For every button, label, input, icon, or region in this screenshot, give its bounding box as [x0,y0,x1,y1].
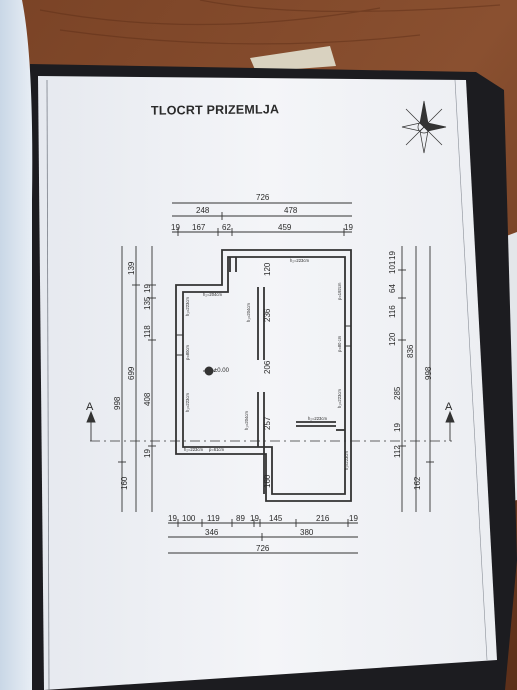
dim-left-699: 699 [127,366,136,380]
note-3: h₂=204cm [246,303,251,322]
dim-left-160: 160 [120,476,129,490]
dim-bottom-216: 216 [316,514,330,523]
dim-right-836: 836 [406,344,415,358]
dim-right-116: 116 [388,305,397,318]
note-13: h₂=223cm [308,416,327,421]
note-5: h₂=223cm [185,393,190,412]
dim-left-118: 118 [143,325,152,338]
dim-left-135: 135 [143,296,152,310]
note-1: h₂=204cm [203,292,222,297]
dim-left-998: 998 [113,396,122,410]
note-14: h₂=223cm [344,451,349,470]
dim-top-19b: 19 [344,223,353,232]
plan-title: TLOCRT PRIZEMLJA [150,102,280,118]
dim-right-998: 998 [424,366,433,380]
paper-margin-line [46,79,50,690]
dim-top-459: 459 [278,223,292,232]
dim-top-248: 248 [196,206,210,215]
dim-right-64: 64 [388,284,397,293]
dim-bottom-119: 119 [207,514,220,523]
paper-frame-right [454,79,488,661]
paper-sheet [38,76,497,690]
dim-right-285: 285 [393,386,402,400]
room-notes: h₂=204cm h₂=223cm h₂=204cm p=80cm h₂=223… [184,258,349,470]
dim-left-408: 408 [143,392,152,406]
left-page [0,0,33,690]
dim-right-120: 120 [388,332,397,346]
note-2: h₂=223cm [185,297,190,316]
plan-labels: 726 248 478 19 167 62 459 19 19 100 119 … [86,193,453,553]
dim-top-167: 167 [192,223,206,232]
dim-top-478: 478 [284,206,298,215]
dim-inner-206: 206 [263,360,272,374]
dim-bottom-380: 380 [300,528,314,537]
section-letter-right: A [445,401,453,413]
note-12: h₂=223cm [337,389,342,408]
wood-grain [39,0,501,45]
dim-inner-257: 257 [263,416,272,430]
dim-inner-120: 120 [263,262,272,276]
dim-left-139: 139 [127,261,136,275]
dim-bottom-19b: 19 [250,514,259,523]
elevation-label: ±0.00 [214,368,230,374]
dim-top-total: 726 [256,193,270,202]
note-11: p=80 cm [337,335,342,352]
note-8: p=61cm [209,447,225,452]
north-arrow-icon [401,100,447,154]
note-7: h₂=223cm [184,447,203,452]
note-9: h₂=223cm [290,258,309,263]
dim-right-19a: 19 [388,251,397,260]
note-4: p=80cm [185,344,190,360]
floor-plan [86,202,455,554]
dim-bottom-19c: 19 [349,514,358,523]
dim-bottom-19a: 19 [168,514,177,523]
dim-bottom-100: 100 [182,514,196,523]
note-10: p=192cm [337,282,342,300]
back-sheet [250,46,336,72]
dim-bottom-89: 89 [236,514,245,523]
dim-right-101: 101 [388,260,397,274]
dim-inner-236: 236 [263,308,272,322]
dim-top-19a: 19 [171,223,180,232]
dim-right-112: 112 [393,445,402,458]
note-6: h₂=204cm [244,411,249,430]
dim-bottom-145: 145 [269,514,283,523]
section-letter-left: A [86,401,94,413]
dim-right-162: 162 [413,476,422,490]
dim-right-19b: 19 [393,423,402,432]
dim-left-19b: 19 [143,449,152,458]
dim-bottom-total: 726 [256,544,270,553]
dim-inner-160: 160 [263,474,272,488]
dim-left-19a: 19 [143,284,152,293]
dim-top-62: 62 [222,223,231,232]
dim-bottom-346: 346 [205,528,219,537]
